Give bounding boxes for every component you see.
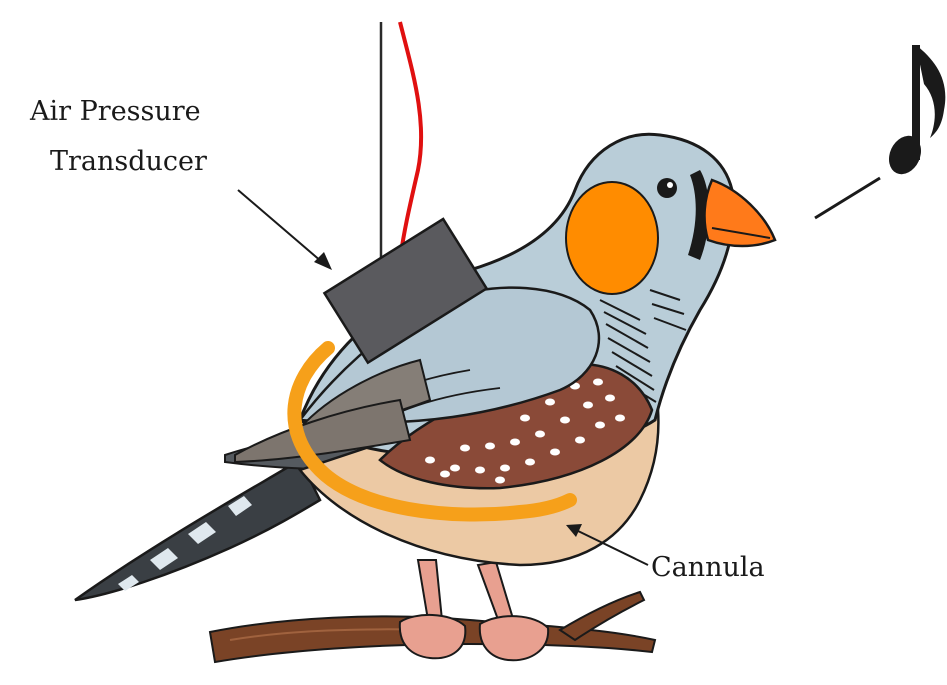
transducer-label-line1: Air Pressure: [30, 96, 201, 127]
tail: [75, 428, 380, 600]
transducer-arrow: [238, 190, 332, 270]
music-note-icon: [883, 45, 945, 179]
cheek-patch: [566, 182, 658, 294]
cannula-label: Cannula: [651, 552, 765, 583]
eye: [657, 178, 677, 198]
legs: [400, 560, 548, 660]
transducer-label-line2: Transducer: [50, 146, 207, 177]
red-signal-wire: [400, 22, 421, 260]
sound-line: [815, 178, 880, 218]
